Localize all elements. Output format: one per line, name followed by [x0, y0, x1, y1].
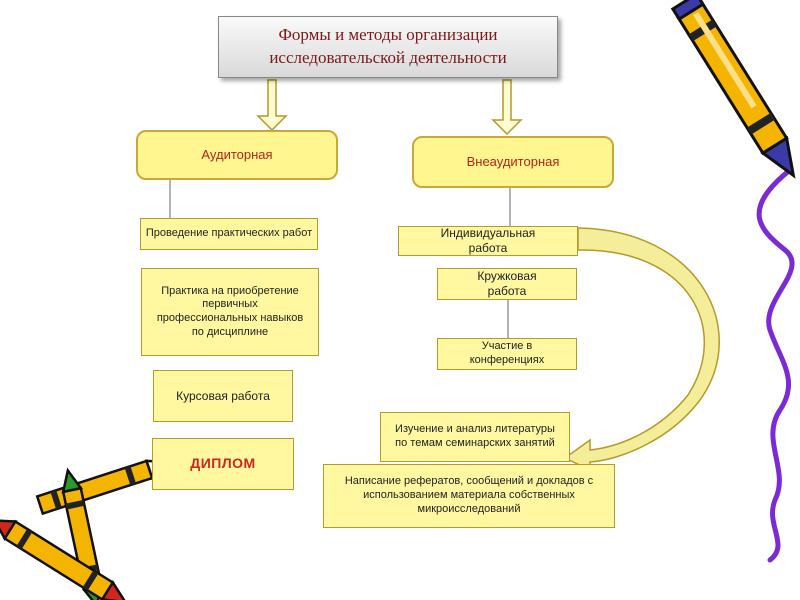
outcome-literature-study: Изучение и анализ литературы по темам се…	[380, 412, 570, 462]
item-club-work: Кружковая работа	[437, 268, 577, 300]
item-diploma: ДИПЛОМ	[152, 438, 294, 490]
down-arrow-icon	[256, 79, 523, 136]
diagram-title: Формы и методы организации исследователь…	[218, 16, 558, 78]
title-line-1: Формы и методы организации	[278, 25, 498, 45]
branch-extra-auditorial: Внеаудиторная	[412, 136, 614, 188]
crayon-icon	[670, 0, 796, 179]
item-coursework: Курсовая работа	[153, 370, 293, 422]
crayon-icon	[0, 519, 128, 600]
connector-lines	[169, 180, 511, 338]
curved-arrow-icon	[563, 227, 720, 472]
branch-auditorial: Аудиторная	[136, 130, 338, 180]
outcome-reports-writing: Написание рефератов, сообщений и докладо…	[323, 464, 615, 528]
squiggle-line-icon	[756, 167, 795, 563]
item-practical-work: Проведение практических работ	[140, 218, 318, 250]
item-practice-skills: Практика на приобретение первичных профе…	[141, 268, 319, 356]
item-individual-work: Индивидуальная работа	[398, 226, 578, 256]
item-conferences: Участие в конференциях	[437, 338, 577, 370]
title-line-2: исследовательской деятельности	[269, 48, 507, 67]
